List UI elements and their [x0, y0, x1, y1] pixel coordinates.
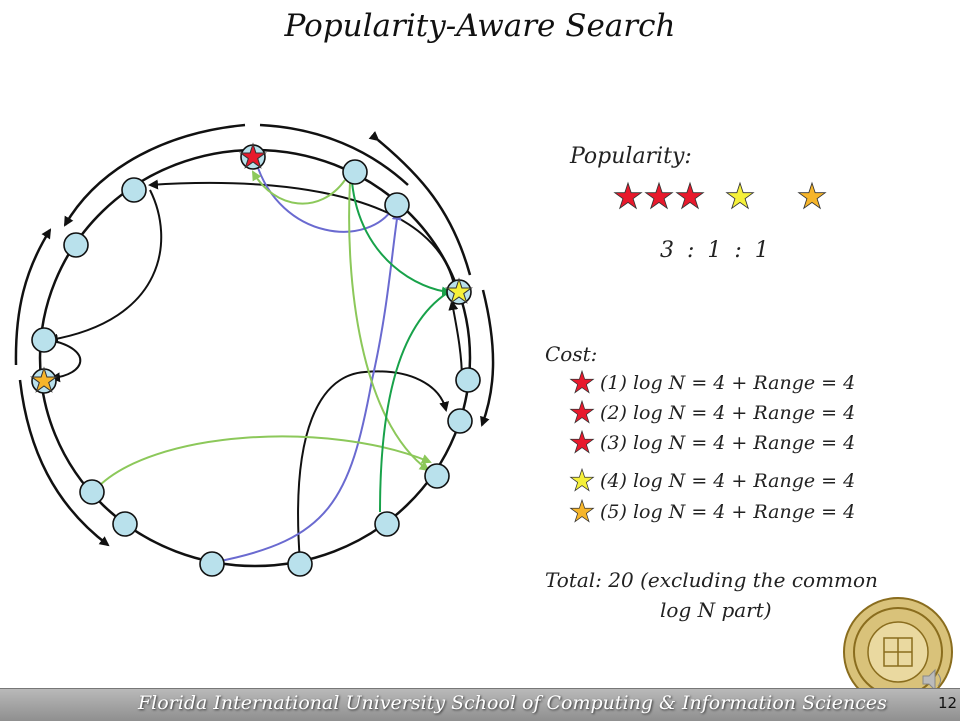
ring-node: [199, 551, 225, 577]
star-icon: [569, 467, 595, 492]
cost-row-2: (2) log N = 4 + Range = 4: [600, 402, 856, 424]
cost-row-4: (4) log N = 4 + Range = 4: [600, 470, 856, 492]
total-line-1: Total: 20 (excluding the common: [545, 568, 878, 592]
popularity-stars: [613, 181, 827, 210]
link-black-right: [448, 300, 463, 381]
star-icon: [445, 277, 473, 304]
link-lgreen-top: [251, 170, 346, 205]
ring-node: [79, 479, 105, 505]
star-icon: [725, 181, 755, 210]
cost-row-3: (3) log N = 4 + Range = 4: [600, 432, 856, 454]
link-blue-long: [214, 210, 402, 563]
ring-node: [424, 463, 450, 489]
nodes: [31, 144, 481, 577]
footer-text: Florida International University School …: [138, 692, 887, 714]
cost-row-1: (1) log N = 4 + Range = 4: [600, 372, 856, 394]
outer-arc-right: [480, 289, 495, 427]
total-text: Total: 20 (excluding the common log N pa…: [545, 565, 915, 625]
star-icon: [569, 429, 595, 454]
page-number: 12: [938, 694, 958, 712]
total-line-2: log N part): [660, 598, 772, 622]
star-icon: [569, 498, 595, 523]
link-lgreen-bottom: [94, 435, 432, 491]
ring-node: [384, 192, 410, 218]
outer-arc-right-top: [368, 131, 472, 276]
link-black-top: [148, 179, 456, 291]
star-icon: [613, 181, 643, 210]
star-icon: [644, 181, 674, 210]
outer-arc-top-right: [259, 123, 409, 186]
star-icon: [30, 366, 58, 393]
link-lgreen-long: [348, 181, 430, 472]
ring-node: [342, 159, 368, 185]
star-icon: [569, 369, 595, 394]
star-icon: [797, 181, 827, 210]
outer-arcs: [14, 123, 495, 547]
link-green-long: [379, 288, 454, 513]
node-stars: [30, 142, 473, 393]
link-black-bottom: [297, 370, 449, 563]
ring-node: [447, 408, 473, 434]
ring-node: [112, 511, 138, 537]
link-blue-top: [255, 161, 396, 233]
ring-node: [374, 511, 400, 537]
ring-node: [455, 367, 481, 393]
ring-node: [121, 177, 147, 203]
star-icon: [675, 181, 705, 210]
outer-arc-left-lower: [18, 379, 110, 547]
link-black-left: [48, 189, 163, 344]
link-green-top: [351, 181, 452, 297]
cost-label: Cost:: [545, 342, 598, 366]
star-icon: [239, 142, 267, 169]
ring-node: [287, 551, 313, 577]
star-icon: [569, 399, 595, 424]
links: [48, 161, 463, 563]
popularity-ratio: 3 : 1 : 1: [660, 238, 769, 263]
slide-title: Popularity-Aware Search: [284, 8, 676, 44]
cost-row-5: (5) log N = 4 + Range = 4: [600, 501, 856, 523]
outer-arc-left-upper: [14, 228, 52, 366]
footer-bar: [0, 688, 960, 721]
ring-node: [63, 232, 89, 258]
cost-stars: [569, 369, 595, 523]
popularity-label: Popularity:: [570, 144, 692, 169]
ring-node: [31, 327, 57, 353]
link-black-selfloop: [49, 339, 82, 383]
outer-arc-top-left: [63, 123, 246, 227]
